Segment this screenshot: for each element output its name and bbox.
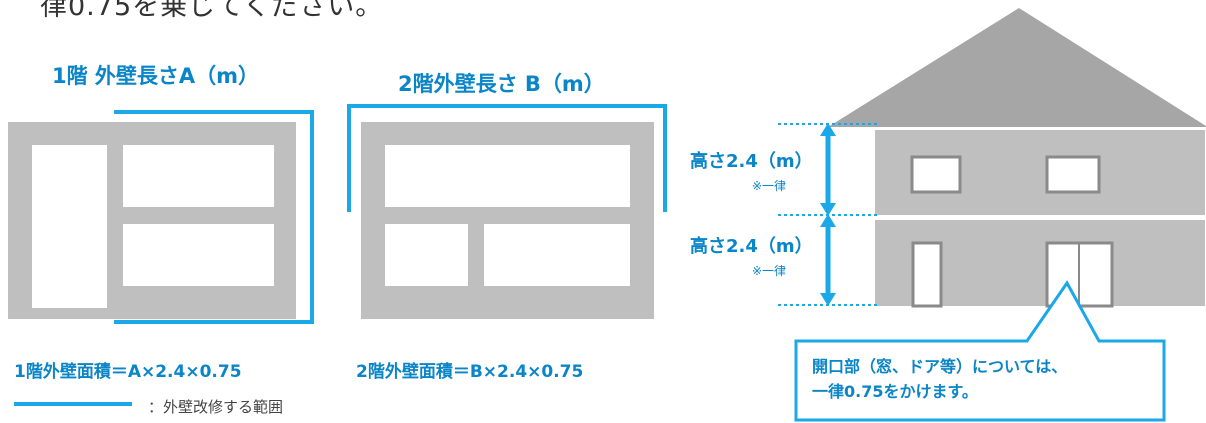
callout-line-1: 開口部（窓、ドア等）については、 (812, 357, 1068, 376)
floor2-room-bottom-left (385, 224, 468, 286)
upper-window-right (1045, 155, 1101, 194)
opening-callout (794, 280, 1166, 422)
upper-height-note: ※一律 (752, 179, 787, 193)
callout-box (794, 280, 1166, 422)
floor2-title: 2階外壁長さ B（m） (398, 72, 605, 96)
floor2-room-bottom-right (484, 224, 630, 286)
floor1-perimeter-line (114, 110, 314, 324)
lower-height-label: 高さ2.4（m） (690, 236, 813, 257)
floor1-room-bottom-right (123, 224, 274, 286)
upper-height-label: 高さ2.4（m） (690, 151, 813, 172)
floor2-plan (347, 104, 667, 319)
lower-door-left (911, 241, 943, 308)
house-elevation (778, 8, 1206, 308)
floor2-area-formula: 2階外壁面積＝B×2.4×0.75 (356, 362, 584, 382)
top-instruction-text: 律0.75を乗じてください。 (40, 0, 384, 22)
floor1-title: 1階 外壁長さA（m） (52, 64, 260, 88)
lower-height-note: ※一律 (752, 264, 787, 278)
house-roof (828, 8, 1206, 127)
callout-line-2: 一律0.75をかけます。 (812, 382, 978, 401)
floor2-perimeter-line (347, 104, 667, 212)
floor1-room-top-right (123, 145, 274, 207)
floor1-area-formula: 1階外壁面積＝A×2.4×0.75 (14, 362, 242, 382)
legend-label: ：外壁改修する範囲 (148, 398, 284, 416)
floor1-plan (8, 110, 314, 324)
callout-text: 開口部（窓、ドア等）については、 一律0.75をかけます。 (812, 354, 1067, 404)
floor1-room-left (32, 145, 107, 308)
floor2-room-top (385, 145, 630, 207)
upper-window-left (910, 155, 962, 194)
